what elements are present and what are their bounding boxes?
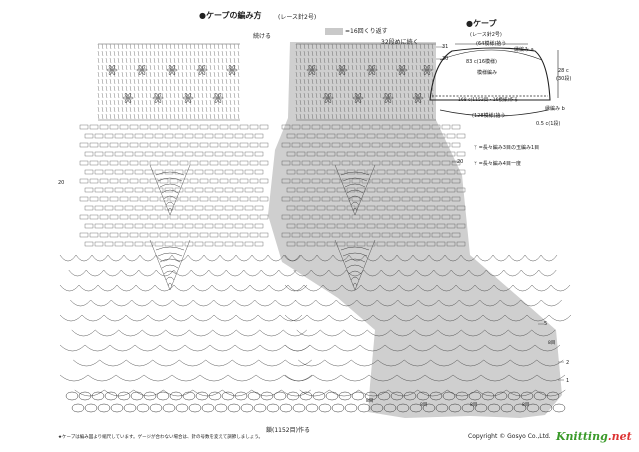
- cape-diagram: [429, 43, 559, 117]
- row-number-2: 2: [566, 360, 570, 366]
- legend-label: =16回くり返す: [345, 28, 388, 35]
- cape-bottom-edge: 縁編み b: [545, 106, 565, 112]
- row-number-30: 30: [442, 56, 449, 62]
- cape-top-edge: 縁編み a: [514, 47, 534, 53]
- row-number-31: 31: [442, 44, 449, 50]
- eight-me-label: 8目: [548, 341, 556, 346]
- eight-me-label: 8目: [522, 403, 530, 408]
- cape-height: 28 c: [558, 68, 569, 74]
- cape-height-rows: (30段): [556, 76, 572, 82]
- main-subtitle: (レース針2号): [278, 14, 317, 21]
- label-start-chain: 鎖(1152目)作る: [266, 427, 310, 434]
- cape-bottom-count: 168 c(1152目・16模様)作る: [458, 98, 519, 103]
- stitch-layer: [59, 43, 572, 413]
- cape-edge-depth: 0.5 c(1段): [536, 121, 561, 127]
- main-title: ●ケープの編み方: [199, 11, 262, 20]
- row-number-1: 1: [566, 378, 570, 384]
- symbol-key-2: ᛘ =長々編み4目一度: [474, 161, 521, 167]
- legend-swatch: [325, 28, 343, 35]
- repeat-shade: [268, 42, 562, 418]
- cluster-symbol-icon: ᛉ: [474, 145, 478, 151]
- symbol-key-1: ᛉ =長々編み3目の玉編み1目: [474, 145, 540, 151]
- eight-me-label: 8目: [470, 403, 478, 408]
- row-number-5: 5: [544, 321, 548, 327]
- cape-bottom-ring: [439, 109, 549, 117]
- cape-top-count: (64模様)拾う: [476, 41, 507, 47]
- decrease-symbol-icon: ᛘ: [474, 161, 478, 167]
- cape-inner: [439, 49, 543, 61]
- cape-subtitle: (レース針2号): [470, 32, 502, 38]
- cape-outline: [429, 47, 551, 101]
- eight-me-label: 8目: [366, 399, 374, 404]
- row-number-20-right: 20: [457, 159, 464, 165]
- site-logo: Knitting.net: [556, 430, 632, 443]
- copyright: Copyright © Gosyo Co.,Ltd.: [468, 433, 551, 440]
- footnote: ★ケープは編み図より縮尺しています。ゲージが合わない場合は、針の号数を変えて調節…: [58, 435, 264, 440]
- cape-pick-count: (128模様)拾う: [472, 113, 506, 119]
- legend: =16回くり返す: [325, 26, 388, 35]
- label-continue: 続ける: [253, 33, 272, 40]
- row-number-20-left: 20: [58, 180, 65, 186]
- label-continue-32: 32段めに続く: [381, 39, 419, 46]
- eight-me-label: 8目: [420, 403, 428, 408]
- cape-body: 模様編み: [477, 70, 498, 76]
- cape-title: ●ケープ: [466, 19, 497, 28]
- cape-mid-count: 83 c(16模様): [466, 59, 497, 65]
